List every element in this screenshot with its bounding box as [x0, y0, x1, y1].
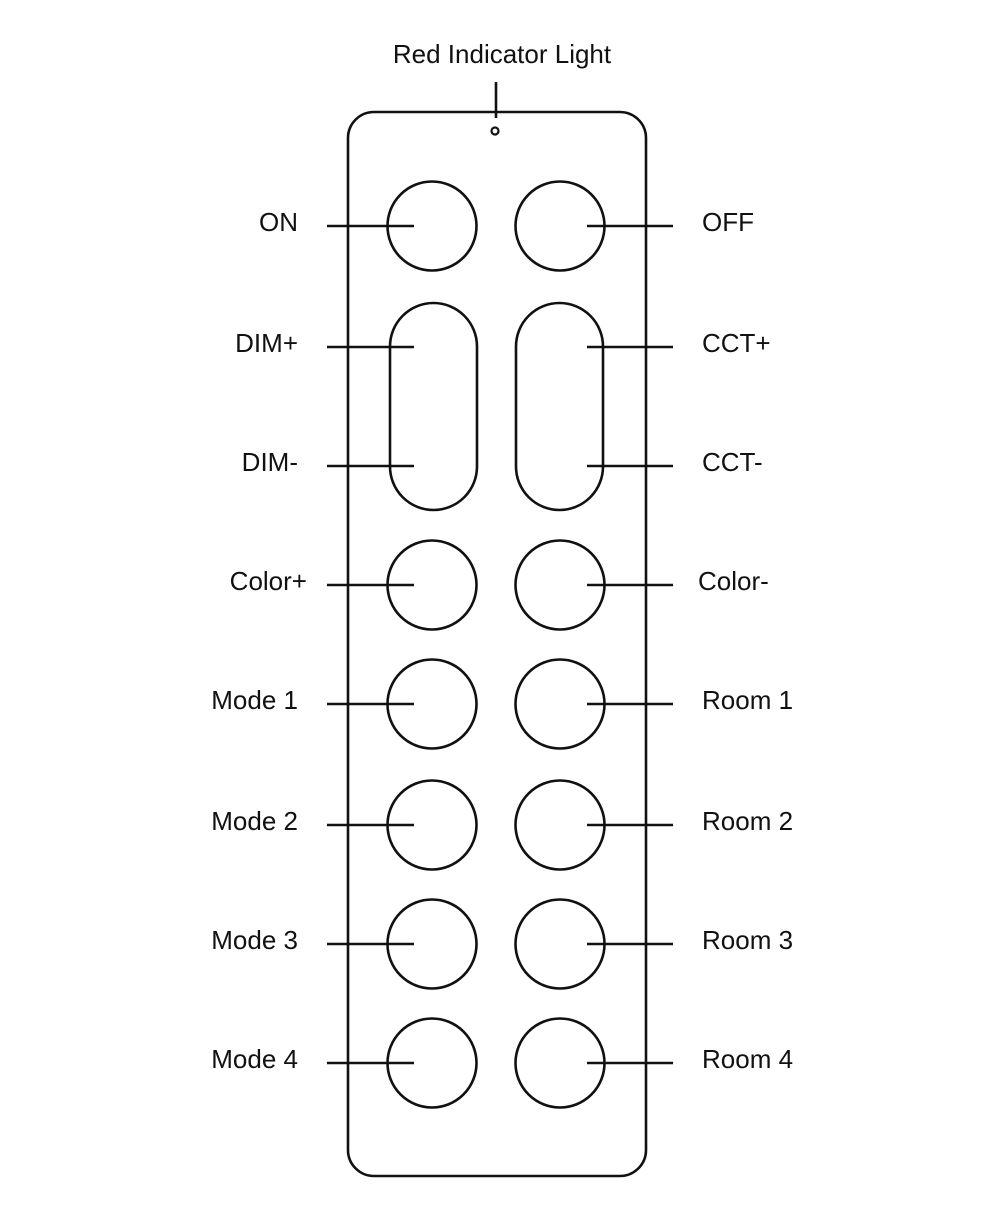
label-color-: Color+ [229, 566, 307, 596]
label-color-: Color- [698, 566, 769, 596]
label-room-3: Room 3 [702, 925, 794, 955]
label-mode-4: Mode 4 [211, 1044, 298, 1074]
indicator-label: Red Indicator Light [392, 39, 612, 69]
label-room-4: Room 4 [702, 1044, 794, 1074]
label-room-1: Room 1 [702, 685, 794, 715]
label-dim-: DIM+ [235, 328, 298, 358]
label-cct-: CCT- [702, 447, 763, 477]
label-dim-: DIM- [241, 447, 298, 477]
label-on: ON [259, 207, 298, 237]
cct-rocker-button[interactable] [514, 301, 605, 512]
label-cct-: CCT+ [702, 328, 771, 358]
red-indicator-light [490, 126, 500, 136]
label-mode-2: Mode 2 [211, 806, 298, 836]
dim-rocker-button[interactable] [388, 301, 479, 512]
label-off: OFF [702, 207, 754, 237]
label-mode-3: Mode 3 [211, 925, 298, 955]
remote-body [346, 110, 648, 1178]
label-room-2: Room 2 [702, 806, 794, 836]
label-mode-1: Mode 1 [211, 685, 298, 715]
